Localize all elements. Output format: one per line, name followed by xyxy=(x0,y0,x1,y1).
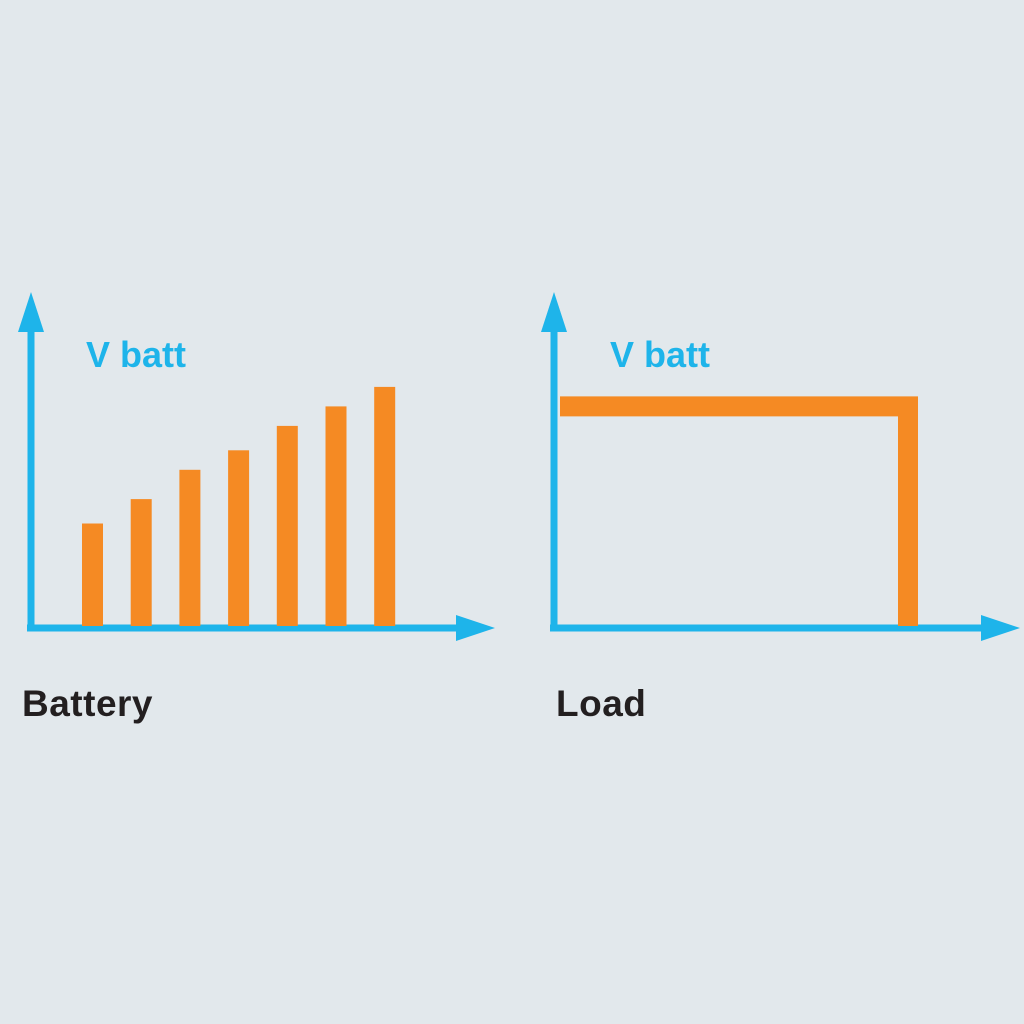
battery-bar xyxy=(179,469,201,626)
battery-bar xyxy=(228,450,250,626)
load-voltage-trace xyxy=(560,396,918,626)
battery-y-axis-arrow xyxy=(18,292,44,332)
battery-bar xyxy=(276,425,298,626)
load-panel: V batt Load xyxy=(541,292,1020,724)
battery-x-axis-arrow xyxy=(456,615,495,641)
battery-caption: Battery xyxy=(22,683,153,724)
load-caption: Load xyxy=(556,683,646,724)
battery-panel: V batt Battery xyxy=(18,292,495,724)
battery-bar xyxy=(374,386,396,626)
battery-axis-label: V batt xyxy=(86,334,186,375)
battery-bar xyxy=(130,499,152,626)
battery-bar xyxy=(325,406,347,626)
battery-bar xyxy=(82,523,103,626)
load-axis-label: V batt xyxy=(610,334,710,375)
battery-bars xyxy=(82,386,396,626)
load-y-axis-arrow xyxy=(541,292,567,332)
load-x-axis-arrow xyxy=(981,615,1020,641)
